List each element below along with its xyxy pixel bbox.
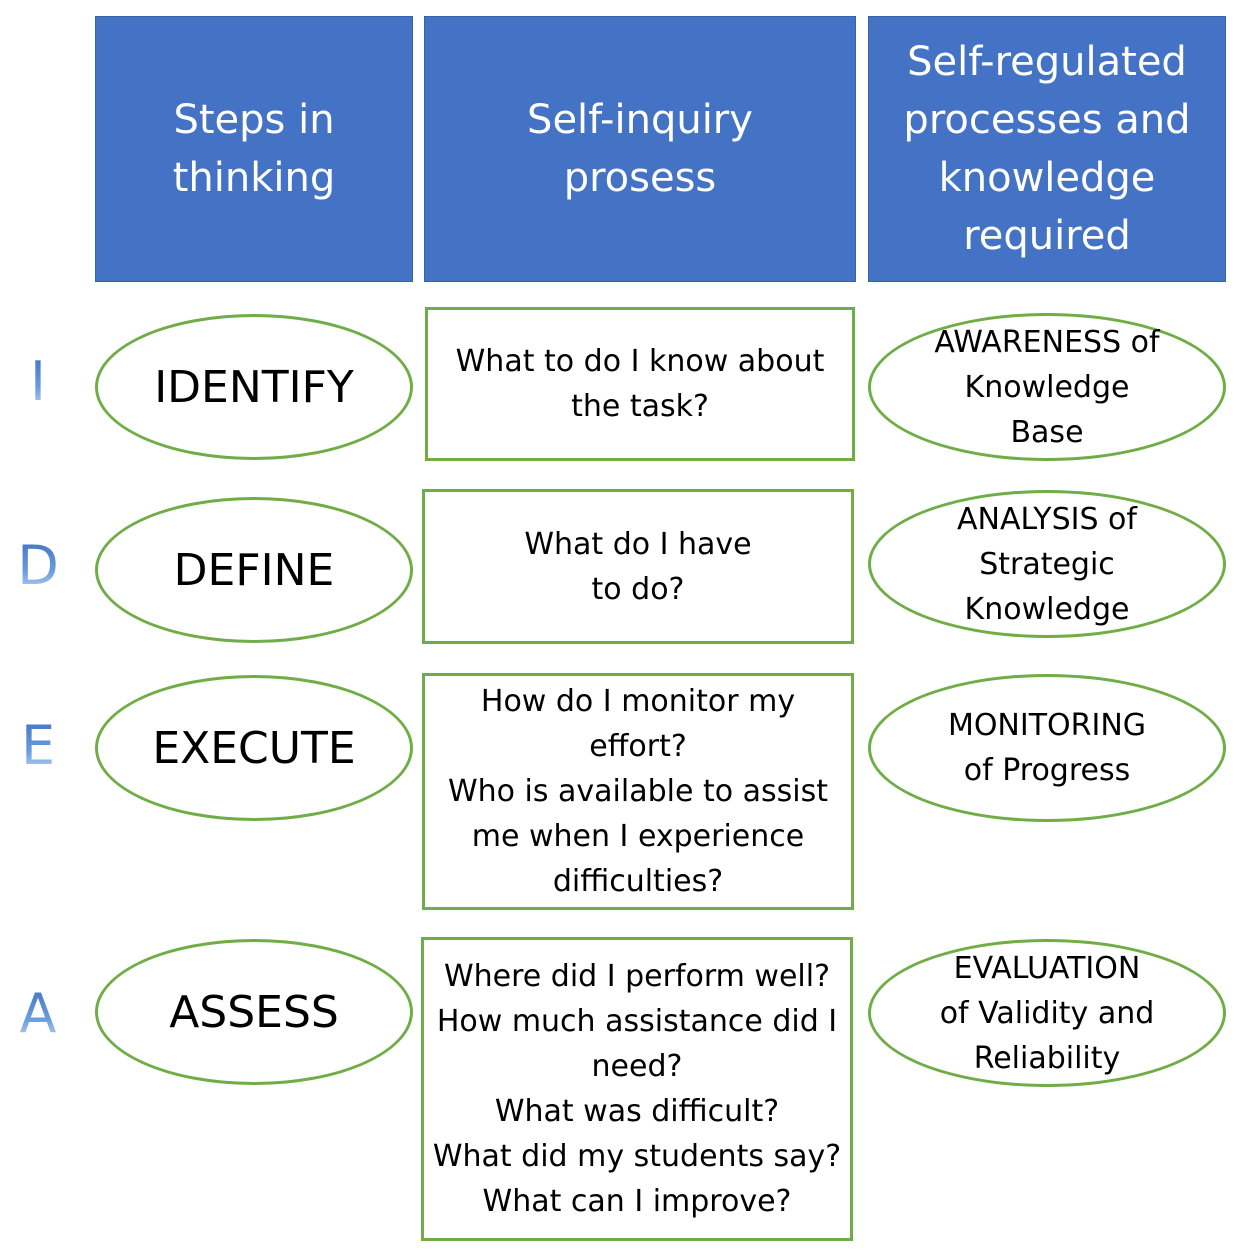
process-line: MONITORING: [947, 708, 1147, 743]
question-line: How do I monitor my: [480, 684, 796, 719]
question-box-identify: What to do I know about the task?: [425, 307, 855, 461]
question-line: What can I improve?: [482, 1184, 792, 1219]
header-steps-line-2: thinking: [172, 155, 336, 201]
question-line: What did my students say?: [432, 1139, 842, 1174]
header-steps-line-1: Steps in: [173, 97, 335, 143]
question-line: What to do I know about: [455, 344, 825, 379]
process-line: EVALUATION: [953, 950, 1141, 986]
acronym-letter-d: D: [8, 536, 68, 596]
process-evaluation: EVALUATION of Validity and Reliability: [868, 939, 1226, 1087]
acronym-letter-i: I: [8, 352, 68, 412]
question-box-assess: Where did I perform well? How much assis…: [421, 937, 853, 1241]
question-line: need?: [591, 1049, 683, 1084]
question-line: How much assistance did I: [436, 1004, 838, 1039]
question-line: Where did I perform well?: [443, 959, 831, 994]
process-monitoring: MONITORING of Progress: [868, 674, 1226, 822]
process-awareness: AWARENESS of Knowledge Base: [868, 313, 1226, 461]
header-inquiry-line-1: Self-inquiry: [527, 97, 753, 143]
question-box-execute: How do I monitor my effort? Who is avail…: [422, 673, 854, 910]
process-line: of Progress: [963, 753, 1131, 788]
process-line: of Validity and: [939, 995, 1155, 1031]
process-analysis: ANALYSIS of Strategic Knowledge: [868, 490, 1226, 638]
question-line: Who is available to assist: [447, 774, 829, 809]
question-line: What do I have: [524, 526, 752, 562]
process-line: AWARENESS of: [934, 324, 1160, 360]
question-line: What was difficult?: [494, 1094, 780, 1129]
question-line: the task?: [571, 389, 709, 424]
process-line: Reliability: [973, 1040, 1121, 1076]
question-line: effort?: [589, 729, 687, 764]
question-line: to do?: [591, 571, 685, 607]
header-self-inquiry: Self-inquiry prosess: [424, 16, 856, 282]
question-box-define: What do I have to do?: [422, 489, 854, 644]
process-line: Strategic: [979, 546, 1115, 582]
header-processes-line-2: processes and: [903, 97, 1191, 143]
process-line: ANALYSIS of: [957, 501, 1137, 537]
process-line: Base: [1010, 414, 1084, 450]
header-self-regulated: Self-regulated processes and knowledge r…: [868, 16, 1226, 282]
step-identify: IDENTIFY: [95, 314, 413, 460]
question-line: difficulties?: [552, 864, 724, 899]
header-inquiry-line-2: prosess: [563, 155, 717, 201]
header-processes-line-3: knowledge: [938, 155, 1156, 201]
process-line: Knowledge: [964, 591, 1130, 627]
question-line: me when I experience: [471, 819, 805, 854]
step-define: DEFINE: [95, 497, 413, 643]
step-assess: ASSESS: [95, 939, 413, 1085]
step-execute: EXECUTE: [95, 675, 413, 821]
header-processes-line-1: Self-regulated: [907, 39, 1187, 85]
header-steps-in-thinking: Steps in thinking: [95, 16, 413, 282]
process-line: Knowledge: [964, 369, 1130, 405]
header-processes-line-4: required: [963, 213, 1131, 259]
acronym-letter-e: E: [8, 716, 68, 776]
acronym-letter-a: A: [8, 984, 68, 1044]
